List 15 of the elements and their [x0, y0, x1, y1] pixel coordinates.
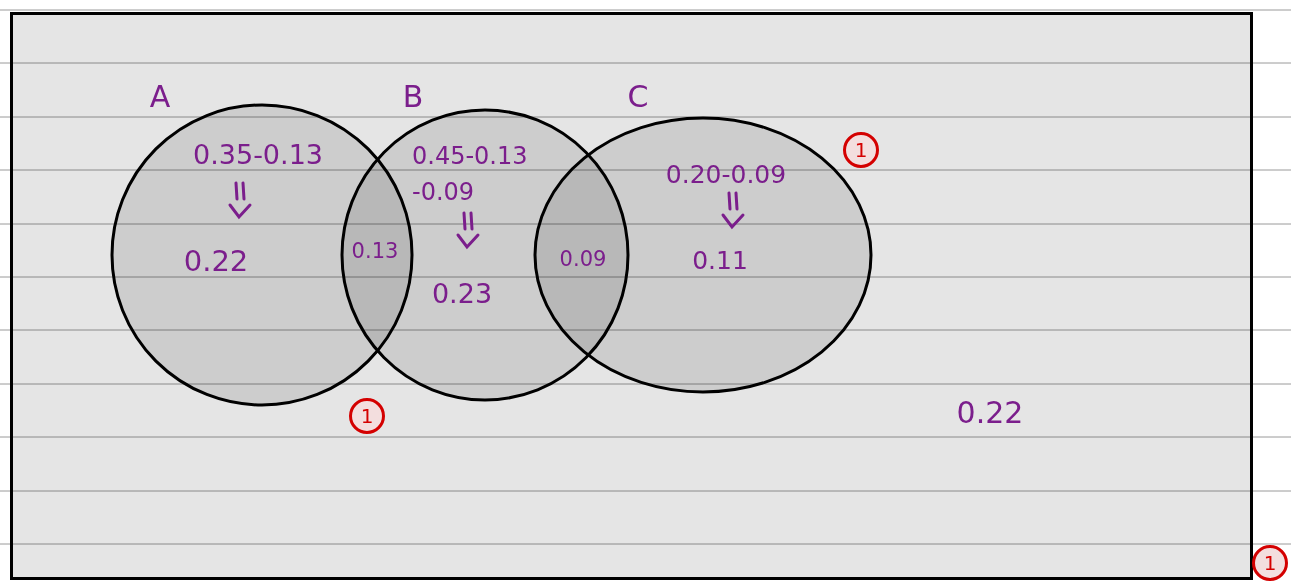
expression-text: 0.20-0.09: [665, 160, 787, 190]
value-text: 0.11: [692, 246, 748, 276]
value-text: 0.22: [956, 395, 1024, 431]
score-mark: 1: [1252, 545, 1288, 581]
expression-text: 0.35-0.13: [193, 138, 323, 172]
expression-text: 0.45-0.13 -0.09: [412, 141, 529, 208]
value-text: 0.22: [183, 243, 249, 279]
value-text: 0.09: [559, 247, 607, 273]
score-mark: 1: [843, 132, 879, 168]
score-mark: 1: [349, 398, 385, 434]
set-label: B: [402, 79, 424, 115]
value-text: 0.23: [431, 277, 493, 311]
set-label: A: [149, 79, 171, 115]
value-text: 0.13: [351, 239, 399, 265]
set-label: C: [627, 79, 649, 115]
